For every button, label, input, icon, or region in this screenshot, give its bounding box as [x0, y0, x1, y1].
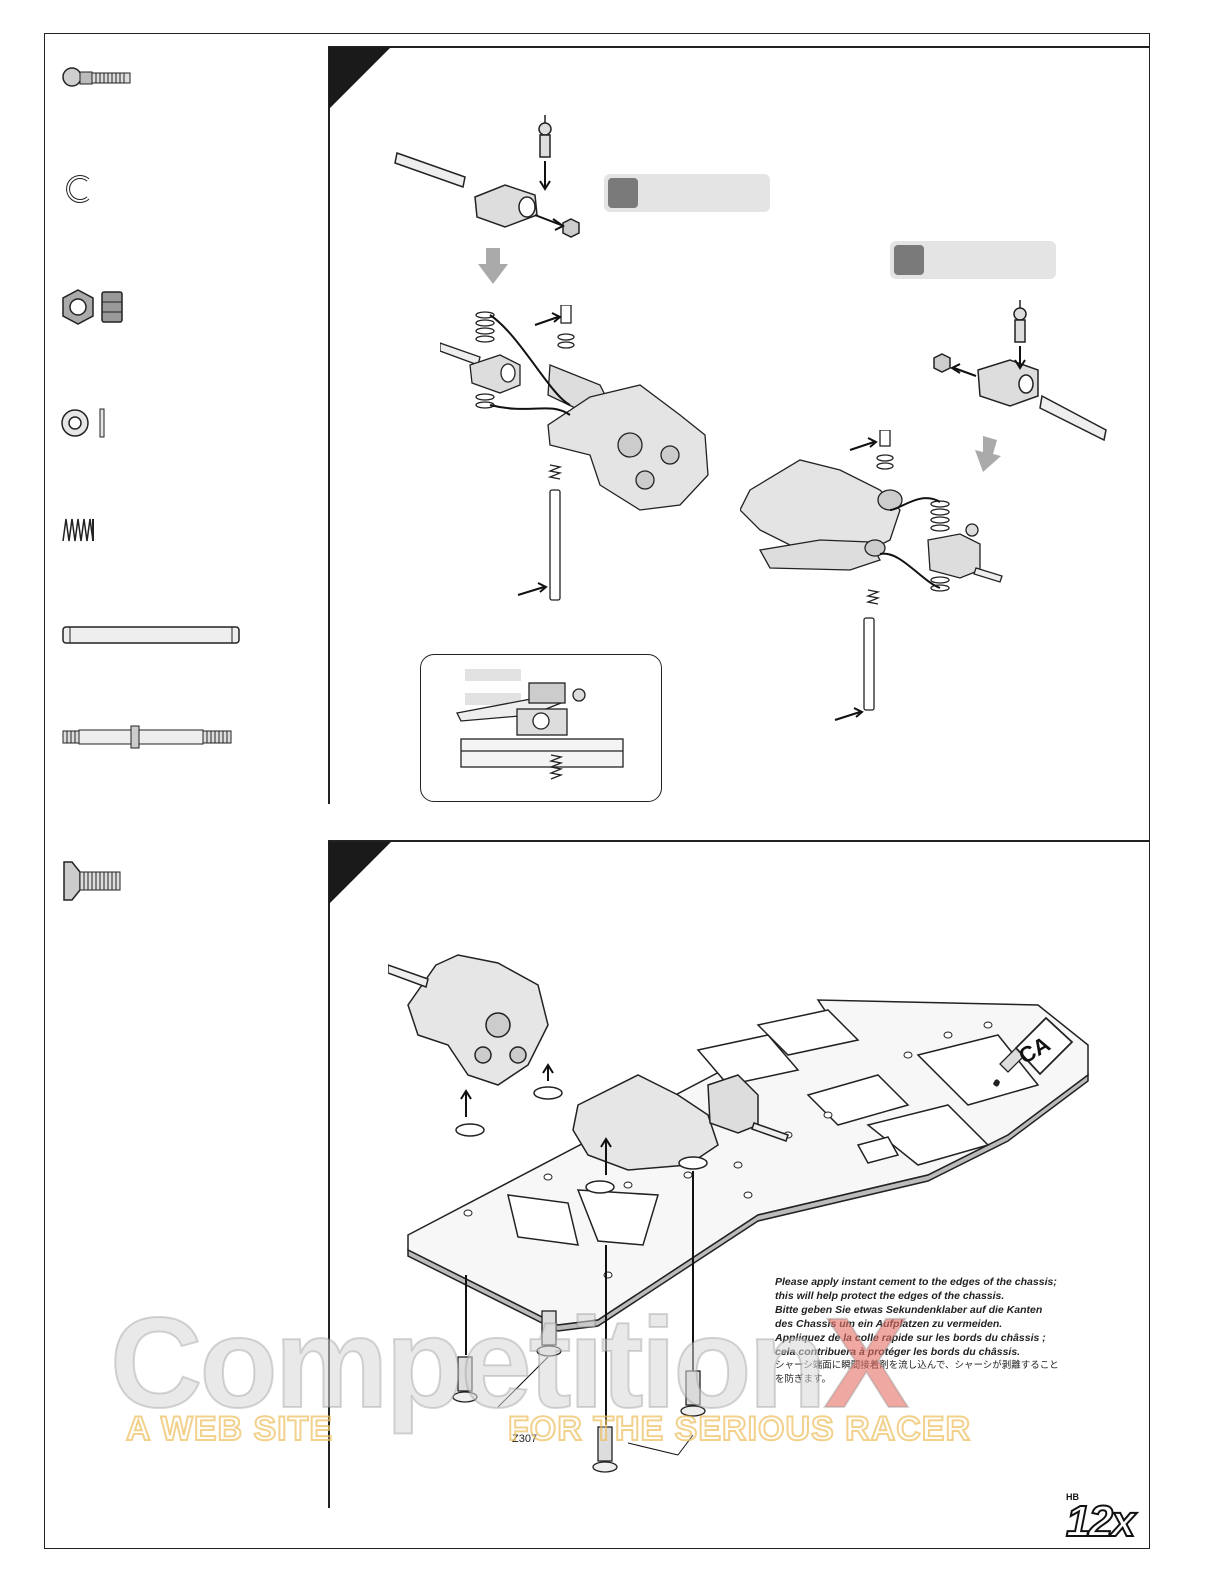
spring-icon [62, 518, 94, 542]
inset-detail-drawing [456, 669, 624, 780]
step-divider-vertical-bottom [328, 840, 330, 1508]
page-frame [44, 33, 1150, 1549]
step-1-right-label-box [890, 241, 1056, 279]
note-de-line-2: des Chassis um ein Aufplatzen zu vermeid… [775, 1318, 1003, 1330]
step-divider-horizontal [328, 840, 1150, 842]
right-steering-block-exploded [933, 300, 1107, 442]
brand-logo: 12x [1065, 1496, 1136, 1547]
step-divider-vertical-top [328, 46, 330, 804]
note-en-line-1: Please apply instant cement to the edges… [775, 1276, 1057, 1288]
down-arrow-icon [975, 436, 1001, 472]
note-en-line-2: this will help protect the edges of the … [775, 1290, 1005, 1302]
step-1-left-label-box [604, 174, 770, 212]
chassis-assembly-drawing [388, 954, 1089, 1473]
washer-icon [61, 408, 105, 438]
nylock-nut-icon [62, 289, 123, 325]
screw-part-code: Z307 [512, 1433, 538, 1445]
note-de-line-1: Bitte geben Sie etwas Sekundenklaber auf… [775, 1304, 1043, 1316]
ca-glue-bottle-icon: CA [993, 1016, 1074, 1087]
left-steering-block-exploded [394, 115, 580, 238]
inset-label-placeholder [465, 669, 521, 681]
step-top-rule [328, 46, 1150, 48]
brand-logo-small: HB [1066, 1492, 1079, 1502]
note-fr-line-2: cela contribuera à protéger les bords du… [775, 1346, 1021, 1358]
chassis-cement-note: Please apply instant cement to the edges… [775, 1276, 1115, 1388]
ball-stud-icon [62, 67, 131, 87]
down-arrow-icon [478, 248, 508, 284]
left-front-suspension-exploded [440, 305, 709, 601]
flat-head-screw-icon [63, 861, 121, 901]
note-jp-line-1: シャーシ端面に瞬間接着剤を流し込んで、シャーシが剥離すること [775, 1360, 1059, 1371]
note-jp-line-2: を防ぎます。 [775, 1374, 832, 1385]
label-chip [894, 245, 924, 275]
right-front-suspension-exploded [740, 430, 1003, 721]
step-2-corner-marker [329, 842, 391, 904]
label-chip [608, 178, 638, 208]
step-1-corner-marker [329, 47, 391, 109]
note-fr-line-1: Appliquez de la colle rapide sur les bor… [775, 1332, 1046, 1344]
inset-label-placeholder [465, 693, 521, 705]
ride-height-detail-inset [420, 654, 662, 802]
hinge-pin-icon [62, 626, 240, 644]
e-clip-icon [66, 175, 90, 203]
axle-shaft-icon [62, 725, 232, 749]
